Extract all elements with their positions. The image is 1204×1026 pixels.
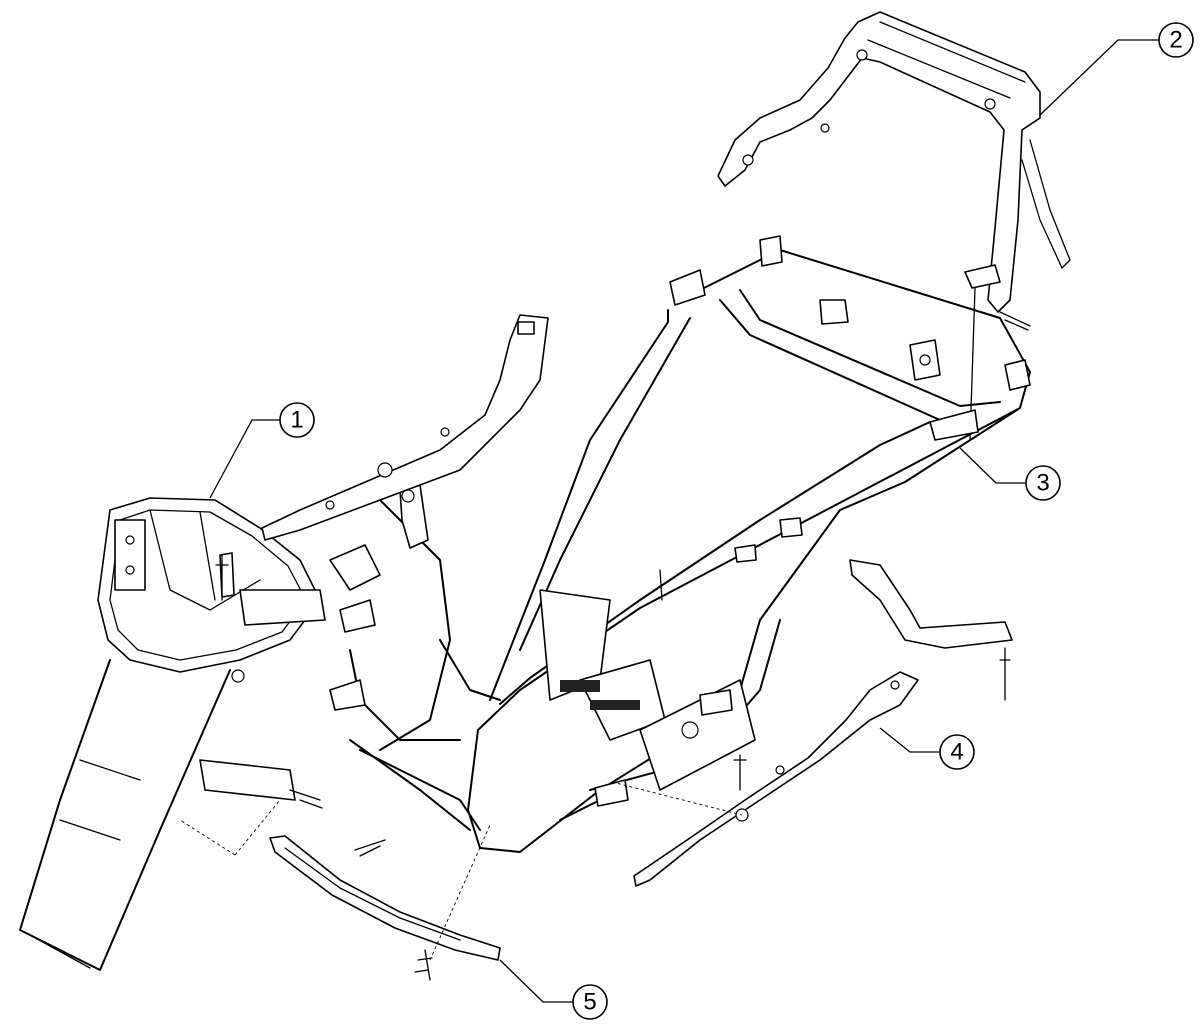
callout-3-circle — [1025, 465, 1061, 501]
side-bracket — [849, 559, 1013, 701]
callout-1-group: 1 — [209, 402, 315, 499]
callout-5-group: 5 — [499, 959, 608, 1020]
callout-5-circle — [572, 984, 608, 1020]
callout-3-group: 3 — [959, 447, 1061, 501]
fasteners — [215, 554, 743, 816]
callout-1-circle — [279, 402, 315, 438]
callout-2-group: 2 — [1039, 22, 1194, 116]
callout-4-group: 4 — [879, 727, 975, 770]
callout-3-label: 3 — [1036, 470, 1049, 497]
leader-line-4 — [879, 727, 940, 753]
callout-2-circle — [1158, 22, 1194, 58]
callout-4-circle — [939, 734, 975, 770]
leader-line-1 — [209, 419, 280, 499]
main-frame — [329, 235, 1031, 853]
leader-line-2 — [1039, 39, 1159, 116]
front-frame — [19, 497, 326, 971]
callout-5-label: 5 — [583, 989, 596, 1016]
leader-line-3 — [959, 447, 1026, 484]
lower-bar — [269, 824, 501, 981]
callout-1-label: 1 — [290, 407, 303, 434]
callout-4-label: 4 — [950, 739, 963, 766]
leader-line-5 — [499, 959, 573, 1003]
callout-2-label: 2 — [1169, 27, 1182, 54]
left-floor-support — [261, 314, 549, 541]
